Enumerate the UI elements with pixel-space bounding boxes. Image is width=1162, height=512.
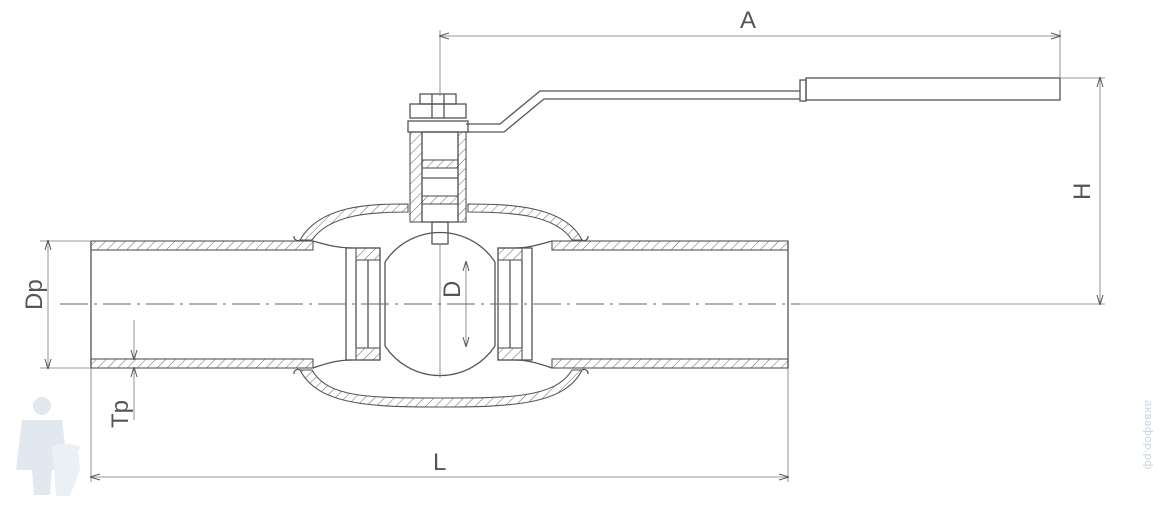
dimension-H: H (1060, 78, 1105, 304)
watermark-text: аквафор.рф (1142, 400, 1155, 470)
dimension-D: D (439, 262, 466, 346)
dimension-Tp: Tp (107, 320, 134, 428)
dim-label-L: L (433, 449, 446, 476)
right-pipe (551, 240, 789, 369)
dimension-Dp: Dp (21, 241, 91, 368)
ball (384, 231, 496, 378)
handle-lever (466, 77, 1061, 133)
dimension-A: A (440, 7, 1060, 96)
valve-body (293, 203, 589, 408)
left-pipe (90, 240, 314, 369)
dim-label-A: A (740, 7, 756, 34)
stem-assembly (407, 93, 469, 245)
dim-label-Dp: Dp (21, 279, 48, 310)
dim-label-D: D (439, 281, 466, 298)
dimension-L: L (91, 368, 788, 482)
dim-label-H: H (1069, 183, 1096, 200)
dim-label-Tp: Tp (107, 400, 134, 428)
plumber-mascot-icon (16, 397, 80, 496)
